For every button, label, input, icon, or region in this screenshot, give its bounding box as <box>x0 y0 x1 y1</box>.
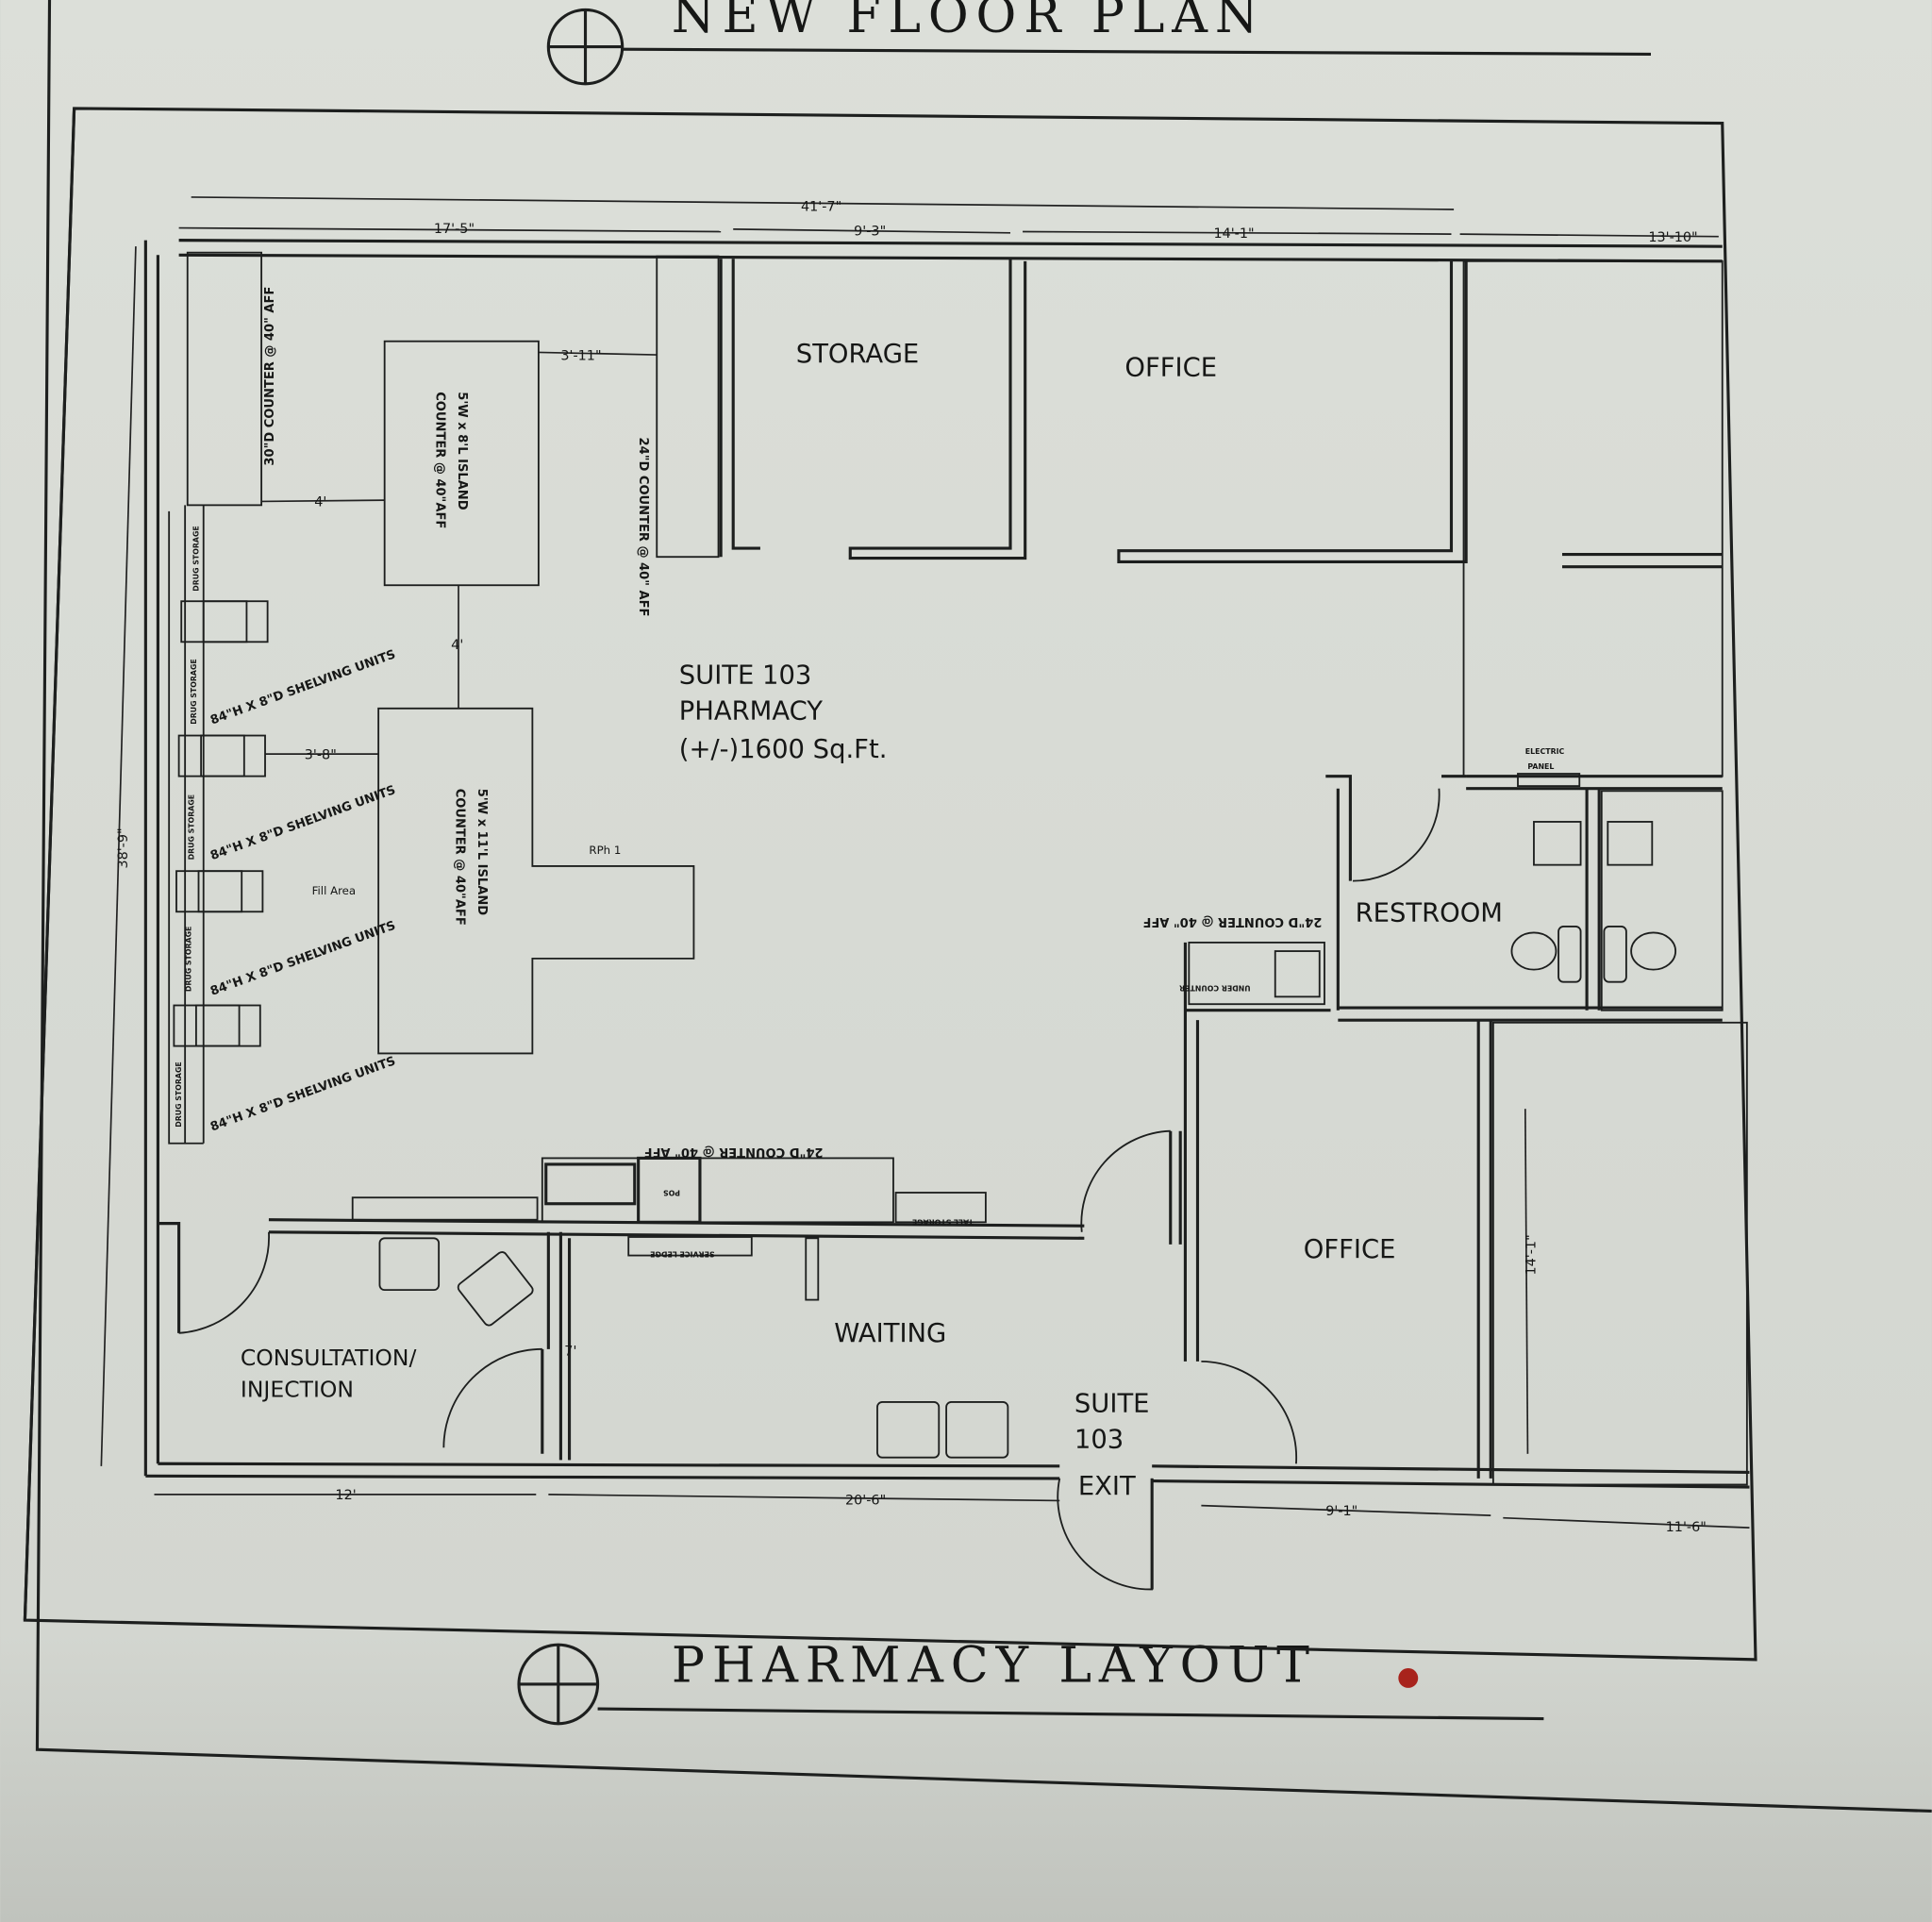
drug-storage-note: DRUG STORAGE <box>187 794 195 861</box>
dim-consult-door: 7' <box>564 1344 576 1359</box>
top-title-block: NEW FLOOR PLAN <box>546 0 1652 86</box>
suite-use: PHARMACY <box>679 697 823 727</box>
dim-seg4: 13'-10" <box>1648 230 1697 245</box>
dim-seg2: 9'-3" <box>854 224 886 239</box>
counter-left-note: 30"D COUNTER @ 40" AFF <box>263 287 277 466</box>
counter-left <box>186 251 263 507</box>
dim-overall-width: 41'-7" <box>801 199 841 214</box>
injection-label: INJECTION <box>241 1377 354 1403</box>
sink-icon <box>1274 950 1321 998</box>
dim-bottom1: 12' <box>335 1488 356 1503</box>
drug-storage-note: DRUG STORAGE <box>192 526 201 592</box>
chair-icon <box>457 1251 534 1327</box>
red-mark <box>1398 1668 1419 1688</box>
dim-counter-gap: 4' <box>314 495 326 510</box>
top-title: NEW FLOOR PLAN <box>672 0 1265 44</box>
restroom-label: RESTROOM <box>1356 899 1503 928</box>
dimension-labels: 41'-7" 17'-5" 9'-3" 14'-1" 13'-10" 38'-9… <box>116 199 1707 1535</box>
island1-note: COUNTER @ 40"AFF <box>433 392 447 528</box>
hatched-area <box>1600 790 1724 1011</box>
dim-seg3: 14'-1" <box>1213 226 1254 242</box>
dim-bottom2: 20'-6" <box>845 1493 886 1508</box>
door-swing <box>1353 788 1441 882</box>
island-counter-1 <box>383 340 540 587</box>
drug-storage-note: DRUG STORAGE <box>175 1061 183 1128</box>
dim-island-gap: 3'-11" <box>560 348 601 363</box>
island2-note: COUNTER @ 40"AFF <box>452 789 466 926</box>
island1-note: 5'W x 8'L ISLAND <box>455 392 469 510</box>
door-swing <box>1201 1360 1298 1464</box>
under-counter-note: UNDER COUNTER <box>1179 984 1251 993</box>
dim-bottom3: 9'-1" <box>1325 1504 1357 1519</box>
waiting-label: WAITING <box>834 1319 946 1348</box>
chair-icon <box>876 1401 941 1459</box>
counter-mid-note: 24"D COUNTER @ 40" AFF <box>636 438 650 617</box>
rph-note: RPh 1 <box>589 844 621 857</box>
electric-panel <box>1517 773 1581 787</box>
toilet-icon <box>1630 931 1677 971</box>
electric-panel-note: ELECTRIC <box>1525 747 1565 756</box>
toilet-icon <box>1510 931 1557 971</box>
door-swing <box>442 1347 542 1448</box>
room-labels: STORAGE OFFICE SUITE 103 PHARMACY (+/-)1… <box>241 340 1503 1501</box>
tall-storage-note: TALL STORAGE <box>912 1218 974 1227</box>
suite-name: SUITE 103 <box>679 661 812 691</box>
chair-icon <box>945 1401 1009 1459</box>
paper-edge <box>35 0 1932 1813</box>
sink-icon <box>1607 821 1654 866</box>
dim-seg1: 17'-5" <box>434 222 475 237</box>
electric-panel-note: PANEL <box>1527 762 1554 771</box>
dim-depth: 38'-9" <box>116 827 131 868</box>
exit-number-label: 103 <box>1074 1425 1124 1454</box>
dim-shelf-gap: 3'-8" <box>305 747 337 762</box>
suite-area: (+/-)1600 Sq.Ft. <box>679 735 888 764</box>
dimension-lines <box>100 196 1750 1529</box>
dim-office-depth: 14'-1" <box>1524 1234 1539 1275</box>
pos-note: POS <box>663 1188 680 1196</box>
walls <box>143 239 1750 1591</box>
drug-storage-note: DRUG STORAGE <box>185 927 193 993</box>
casework <box>168 251 1677 1459</box>
exit-suite-label: SUITE <box>1074 1389 1150 1418</box>
exit-door-swing <box>1057 1478 1154 1591</box>
dim-bottom4: 11'-6" <box>1666 1520 1707 1535</box>
chair-icon <box>378 1237 441 1292</box>
exit-label: EXIT <box>1078 1472 1136 1501</box>
door-swing <box>1080 1129 1171 1232</box>
office-top-label: OFFICE <box>1124 353 1217 382</box>
dim-island-between: 4' <box>451 638 463 653</box>
storage-label: STORAGE <box>796 340 919 369</box>
consultation-label: CONSULTATION/ <box>241 1345 417 1371</box>
service-ledge-note: SERVICE LEDGE <box>650 1250 714 1259</box>
counter-restroom-note: 24"D COUNTER @ 40" AFF <box>1142 914 1322 928</box>
drug-storage-note: DRUG STORAGE <box>190 659 198 725</box>
fill-area-note: Fill Area <box>312 884 356 897</box>
sink-icon <box>1533 821 1582 866</box>
counter-front-note: 24"D COUNTER @ 40" AFF <box>644 1145 824 1159</box>
door-swing <box>178 1231 270 1334</box>
island-counter-2 <box>377 707 695 1055</box>
island2-note: 5'W x 11'L ISLAND <box>475 789 489 916</box>
shelving-units <box>173 600 269 1047</box>
office-right-label: OFFICE <box>1304 1235 1396 1264</box>
